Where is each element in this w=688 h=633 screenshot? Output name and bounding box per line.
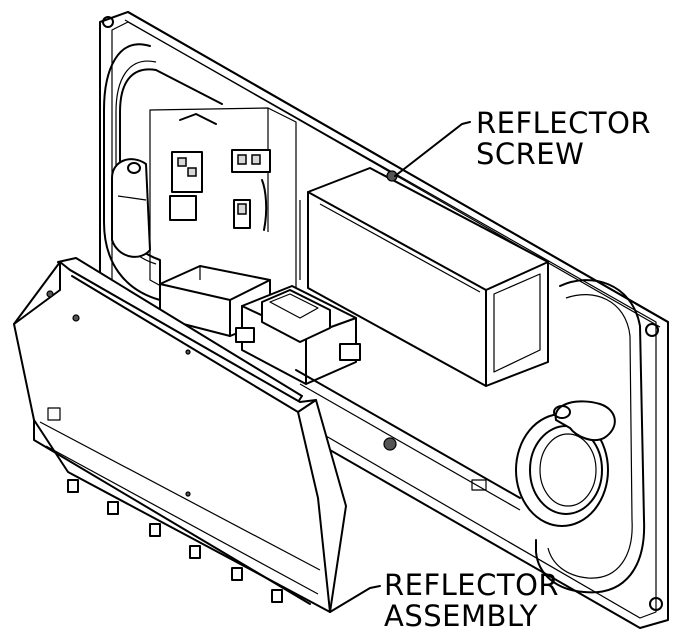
callout-reflector-assembly: REFLECTOR ASSEMBLY bbox=[384, 570, 559, 632]
right-reflector-opening bbox=[535, 279, 646, 594]
callout-reflector-screw: REFLECTOR SCREW bbox=[476, 108, 651, 170]
left-lamp-holder bbox=[111, 158, 151, 258]
callout-reflector-assembly-line1: REFLECTOR bbox=[384, 568, 560, 602]
terminal-blocks bbox=[169, 149, 271, 231]
callout-reflector-assembly-line2: ASSEMBLY bbox=[384, 599, 538, 633]
ballast-box bbox=[299, 167, 549, 387]
lamp-socket bbox=[515, 400, 616, 527]
lower-channel bbox=[295, 369, 521, 511]
callout-reflector-screw-line1: REFLECTOR bbox=[476, 106, 652, 140]
reflector-clips bbox=[67, 479, 283, 603]
reflector-assembly bbox=[13, 257, 347, 613]
leader-reflector-assembly bbox=[329, 585, 381, 613]
leader-reflector-screw bbox=[394, 121, 471, 177]
callout-reflector-screw-line2: SCREW bbox=[476, 137, 585, 171]
transformer bbox=[235, 285, 361, 385]
